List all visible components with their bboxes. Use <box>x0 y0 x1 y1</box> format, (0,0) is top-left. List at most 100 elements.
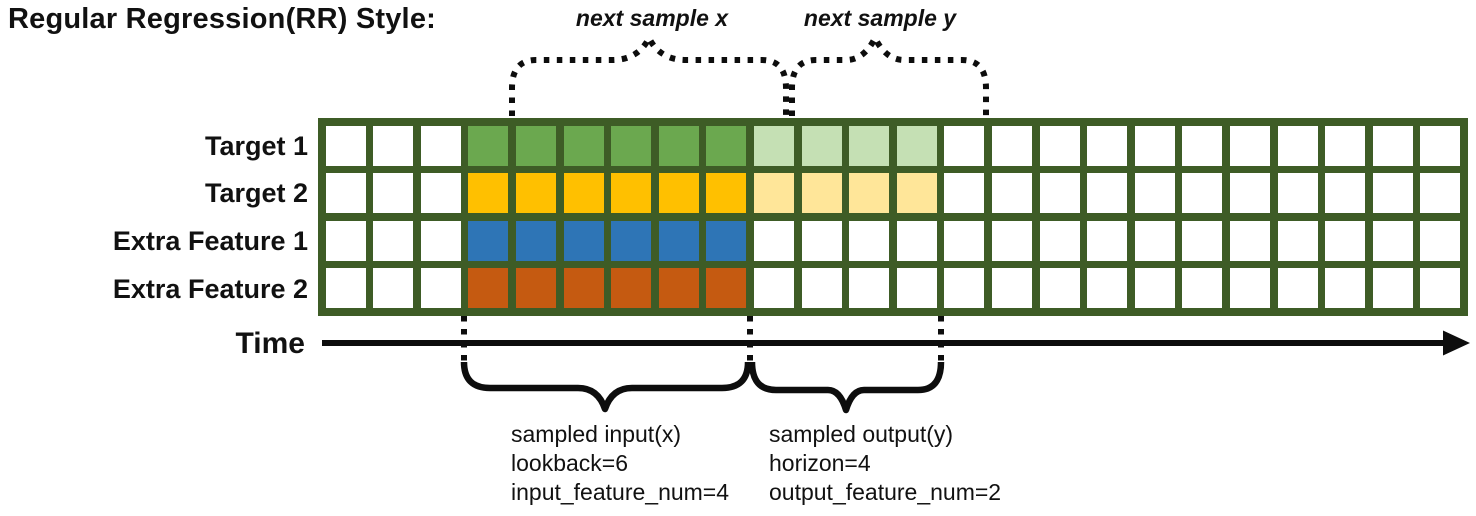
grid-cell <box>325 125 366 166</box>
grid-cell <box>896 268 937 309</box>
grid-cell <box>611 125 652 166</box>
grid-cell <box>468 125 509 166</box>
time-axis-arrowhead <box>1443 330 1470 356</box>
output-feature-num: output_feature_num=2 <box>769 479 1002 505</box>
grid-cell <box>801 268 842 309</box>
grid-cell <box>849 220 890 261</box>
grid-cell <box>753 173 794 214</box>
grid-cell <box>801 220 842 261</box>
grid-cell <box>1229 268 1270 309</box>
grid-cell <box>1039 125 1080 166</box>
grid-cell <box>515 268 556 309</box>
grid-cell <box>515 173 556 214</box>
grid-cell <box>1182 125 1223 166</box>
grid-cell <box>1134 268 1175 309</box>
grid-cell <box>991 268 1032 309</box>
grid-cell <box>611 268 652 309</box>
grid-cell <box>753 268 794 309</box>
row-label-target-1: Target 1 <box>204 131 308 161</box>
grid-cell <box>1182 173 1223 214</box>
next-sample-y-label: next sample y <box>803 5 957 31</box>
grid-cell <box>991 220 1032 261</box>
grid-cell <box>1325 125 1366 166</box>
sampled-output-title: sampled output(y) <box>769 421 954 447</box>
grid-cell <box>325 220 366 261</box>
sample-grid <box>318 118 1468 316</box>
grid-cell <box>1087 220 1128 261</box>
grid-cell <box>611 220 652 261</box>
sampled-output-brace <box>748 361 945 414</box>
grid-cell <box>1229 125 1270 166</box>
row-label-target-2: Target 2 <box>204 178 308 208</box>
grid-cell <box>1134 220 1175 261</box>
grid-cell <box>1182 268 1223 309</box>
grid-cell <box>896 173 937 214</box>
grid-cell <box>373 220 414 261</box>
grid-cell <box>706 268 747 309</box>
grid-cell <box>420 220 461 261</box>
grid-cell <box>1229 173 1270 214</box>
grid-cell <box>1277 268 1318 309</box>
grid-cell <box>1420 125 1461 166</box>
grid-cell <box>468 173 509 214</box>
grid-cell <box>1039 220 1080 261</box>
grid-cell <box>1372 268 1413 309</box>
grid-cell <box>563 173 604 214</box>
grid-cell <box>944 268 985 309</box>
grid-cell <box>420 173 461 214</box>
grid-cell <box>1277 125 1318 166</box>
grid-cell <box>944 220 985 261</box>
grid-cell <box>515 125 556 166</box>
grid-cell <box>1372 220 1413 261</box>
grid-cell <box>1325 220 1366 261</box>
grid-cell <box>373 125 414 166</box>
lookback-value: lookback=6 <box>511 450 628 476</box>
grid-cell <box>611 173 652 214</box>
grid-cell <box>1372 125 1413 166</box>
grid-cell <box>420 125 461 166</box>
horizon-value: horizon=4 <box>769 450 871 476</box>
grid-cell <box>468 268 509 309</box>
time-axis-label: Time <box>235 327 305 360</box>
grid-cell <box>658 125 699 166</box>
page-title: Regular Regression(RR) Style: <box>8 3 436 35</box>
grid-cell <box>1087 173 1128 214</box>
grid-cell <box>563 268 604 309</box>
grid-cell <box>753 125 794 166</box>
grid-cell <box>373 268 414 309</box>
grid-cell <box>944 173 985 214</box>
grid-cell <box>1325 173 1366 214</box>
grid-cell <box>1420 268 1461 309</box>
sampled-output-caption: sampled output(y) horizon=4 output_featu… <box>769 420 1001 507</box>
grid-cell <box>896 220 937 261</box>
sampled-input-title: sampled input(x) <box>511 421 682 447</box>
row-label-extra-feature-2: Extra Feature 2 <box>112 273 308 304</box>
grid-cell <box>1039 173 1080 214</box>
grid-cell <box>1372 173 1413 214</box>
grid-cell <box>658 173 699 214</box>
next-sample-x-brace <box>509 31 789 116</box>
grid-cell <box>1134 125 1175 166</box>
grid-cell <box>706 125 747 166</box>
grid-cell <box>991 173 1032 214</box>
grid-cell <box>1087 125 1128 166</box>
grid-cell <box>468 220 509 261</box>
grid-cell <box>1420 173 1461 214</box>
grid-cell <box>991 125 1032 166</box>
grid-cell <box>944 125 985 166</box>
grid-cell <box>658 220 699 261</box>
grid-cell <box>515 220 556 261</box>
row-label-extra-feature-1: Extra Feature 1 <box>112 226 308 256</box>
grid-cell <box>325 173 366 214</box>
grid-cell <box>849 125 890 166</box>
grid-cell <box>1134 173 1175 214</box>
next-sample-y-brace <box>789 31 989 116</box>
grid-cell <box>896 125 937 166</box>
grid-cell <box>325 268 366 309</box>
grid-cell <box>801 173 842 214</box>
grid-cell <box>1039 268 1080 309</box>
grid-cell <box>706 173 747 214</box>
grid-cell <box>1087 268 1128 309</box>
sampled-input-brace <box>460 361 752 413</box>
grid-cell <box>1277 173 1318 214</box>
